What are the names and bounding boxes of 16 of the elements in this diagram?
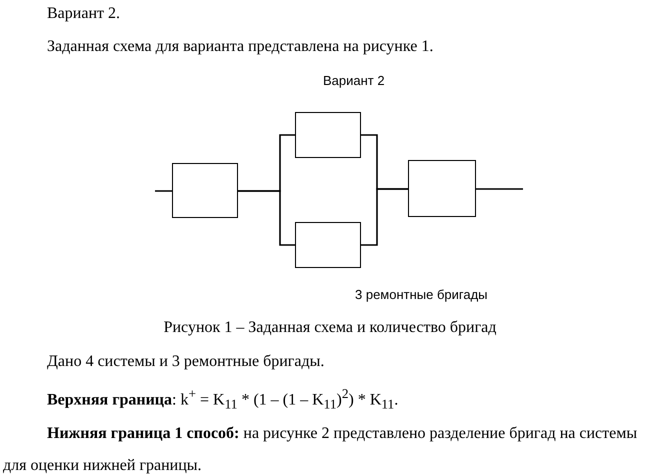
block-box xyxy=(172,163,238,218)
block-box xyxy=(295,112,361,158)
paragraph: Заданная схема для варианта представлена на рисунке 1. xyxy=(47,37,434,56)
paragraph: Дано 4 системы и 3 ремонтные бригады. xyxy=(47,352,324,371)
connector-line xyxy=(476,188,523,190)
block-box xyxy=(295,222,361,268)
figure-note: 3 ремонтные бригады xyxy=(355,286,488,304)
heading-text: Вариант 2. xyxy=(47,4,120,23)
block-box xyxy=(408,160,476,217)
connector-line xyxy=(238,190,295,246)
paragraph: Нижняя граница 1 способ: на рисунке 2 представлено разделение бригад на системы для оценки нижней границы. xyxy=(3,424,638,474)
connector-line xyxy=(155,190,172,192)
figure-caption: Рисунок 1 – Заданная схема и количество бригад xyxy=(162,318,498,337)
figure-title: Вариант 2 xyxy=(323,72,385,90)
connector-line xyxy=(361,188,408,246)
formula-paragraph: Верхняя граница: k$^{+}$ = K$_{11}$ * (1 – (1 – K$_{11}$)$^{2}$) * K$_{11}$. xyxy=(47,385,398,414)
